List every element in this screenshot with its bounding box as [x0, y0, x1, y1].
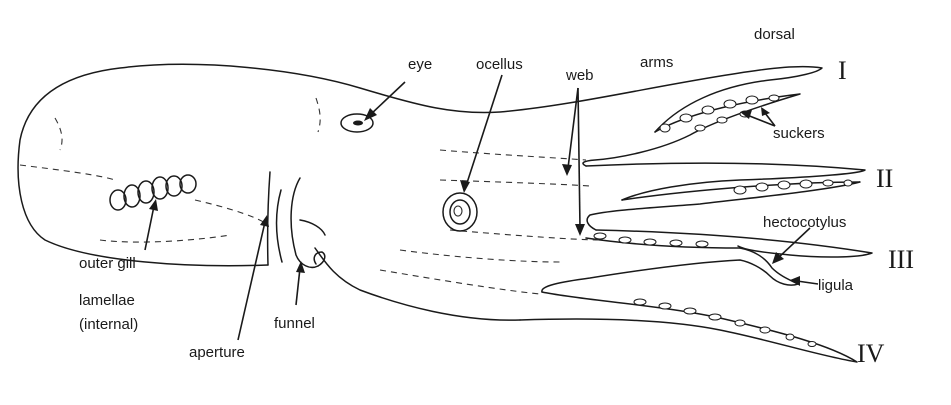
suckers [593, 94, 853, 347]
gill-lamellae [109, 174, 197, 211]
funnel-label: funnel [274, 315, 315, 332]
arm-number-3: III [888, 245, 914, 274]
outer-gill-label-line1: outer gill [79, 255, 136, 272]
suckers-label: suckers [773, 125, 825, 142]
octopus-body [17, 63, 873, 363]
ligula-label: ligula [818, 277, 854, 294]
pointer-arrows [144, 74, 819, 341]
web-label: web [565, 67, 594, 84]
hectocotylus-label: hectocotylus [763, 214, 846, 231]
ocellus-label: ocellus [476, 56, 523, 73]
outer-gill-label-line3: (internal) [79, 316, 138, 333]
eye-label: eye [408, 56, 432, 73]
aperture-label: aperture [189, 344, 245, 361]
arm-number-4: IV [857, 339, 885, 368]
ocellus [442, 192, 478, 232]
arms-label: arms [640, 54, 673, 71]
eye [340, 113, 374, 133]
dorsal-label: dorsal [754, 26, 795, 43]
arm-number-1: I [838, 56, 847, 85]
outer-gill-label-line2: lamellae [79, 292, 135, 309]
arm-number-2: II [876, 164, 893, 193]
